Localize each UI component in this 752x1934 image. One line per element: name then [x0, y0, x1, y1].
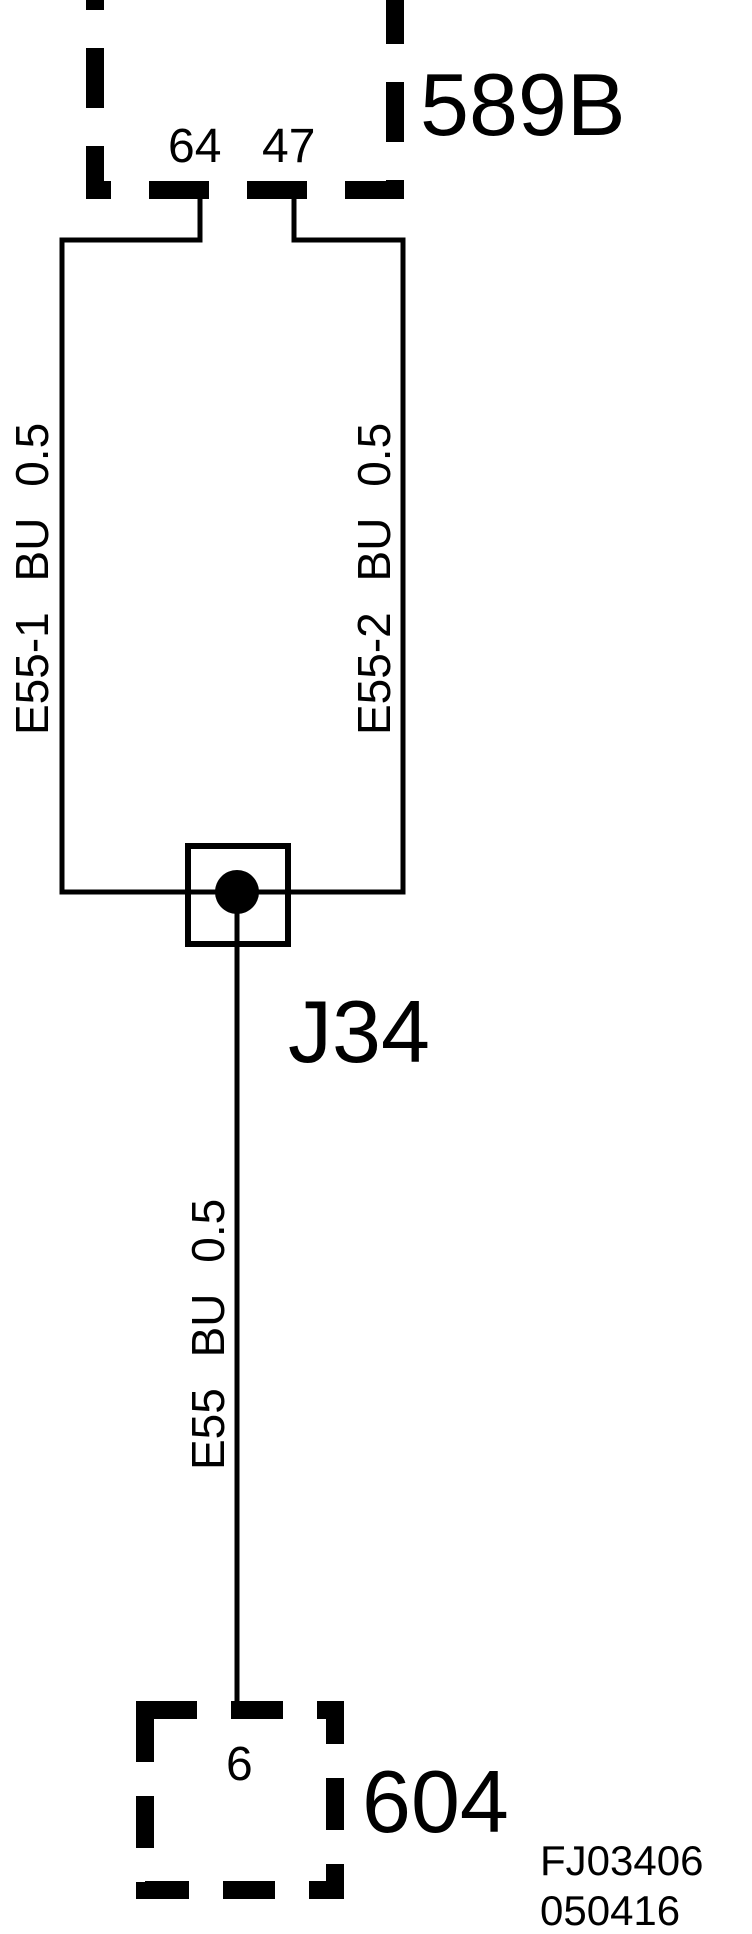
- pin-64-label: 64: [168, 120, 221, 173]
- reference-code: FJ03406: [540, 1837, 703, 1884]
- connector-589b-label: 589B: [420, 55, 626, 154]
- wire-e55-1: [59, 190, 203, 895]
- connector-604-outline: [136, 1701, 344, 1899]
- wire-paths: [59, 190, 406, 1710]
- connector-589b: 589B 64 47: [86, 0, 626, 199]
- connector-589b-outline: [86, 0, 404, 199]
- splice-j34-label: J34: [288, 982, 430, 1081]
- reference-date: 050416: [540, 1887, 680, 1934]
- connector-604: 6 604: [136, 1701, 509, 1899]
- connector-604-label: 604: [362, 1752, 509, 1851]
- splice-j34: J34: [185, 843, 430, 1081]
- wire-e55-label: E55 BU 0.5: [182, 1199, 234, 1470]
- wire-e55-2: [288, 190, 406, 895]
- pin-47-label: 47: [262, 120, 315, 173]
- wire-e55-1-label: E55-1 BU 0.5: [6, 423, 58, 735]
- pin-6-label: 6: [226, 1738, 253, 1791]
- wire-e55-2-label: E55-2 BU 0.5: [348, 423, 400, 735]
